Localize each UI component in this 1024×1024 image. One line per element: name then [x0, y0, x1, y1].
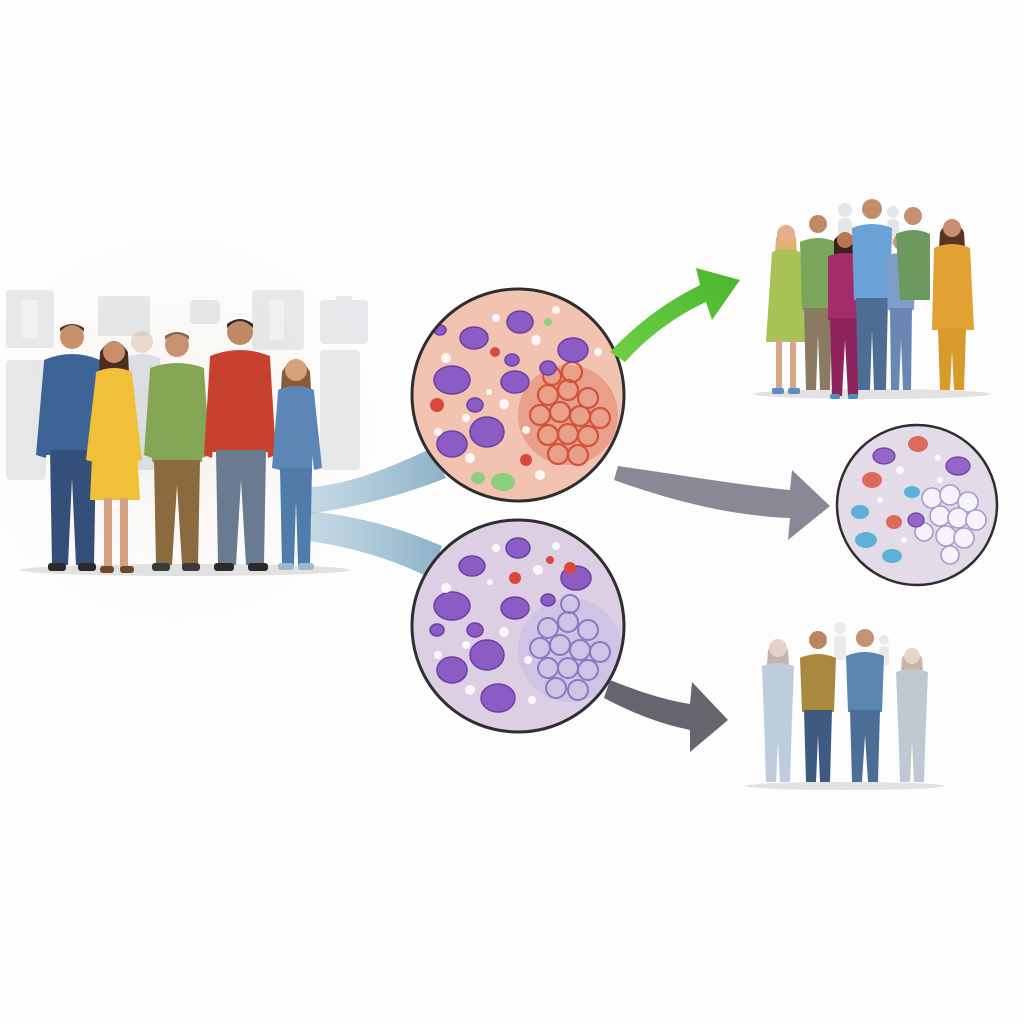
arrow-to-outcome-tissue: [614, 466, 830, 540]
person-figure: [272, 359, 322, 570]
red-cells: [862, 436, 928, 529]
person-figure: [144, 332, 210, 571]
green-cells: [471, 318, 552, 491]
tumor-cluster-pale: [914, 484, 987, 565]
clinic-background: [6, 290, 368, 480]
person-figure: [204, 319, 276, 571]
person-figure: [896, 648, 928, 782]
ribbon-to-sample-b: [300, 510, 442, 578]
tissue-sample-a: [410, 287, 626, 503]
purple-cells: [429, 537, 592, 713]
arrow-to-healthy-group: [610, 268, 740, 362]
outcome-group-faded: [745, 622, 945, 790]
person-figure: [86, 341, 142, 573]
person-figure: [762, 639, 794, 782]
tumor-cluster-red: [518, 360, 618, 467]
person-figure: [846, 629, 884, 782]
arrow-to-faded-group: [604, 680, 728, 752]
red-cells: [430, 347, 532, 466]
purple-cells: [433, 310, 589, 458]
tumor-cluster-lilac: [518, 594, 622, 702]
person-figure: [800, 631, 836, 782]
outcome-group-healthy: [754, 199, 990, 399]
source-population: [20, 319, 350, 576]
connector-ribbons: [300, 448, 446, 578]
tissue-sample-b: [410, 518, 626, 734]
person-figure: [800, 215, 836, 390]
blue-cells: [851, 486, 920, 563]
person-figure: [766, 225, 806, 394]
person-figure: [932, 219, 974, 390]
white-cells: [434, 542, 560, 704]
white-cells: [877, 455, 943, 543]
red-cells: [509, 556, 576, 584]
purple-cells: [872, 447, 971, 528]
person-figure: [896, 207, 930, 300]
ribbon-to-sample-a: [300, 448, 446, 515]
white-cells: [434, 306, 602, 480]
outcome-tissue: [835, 423, 999, 587]
person-figure: [852, 199, 892, 390]
